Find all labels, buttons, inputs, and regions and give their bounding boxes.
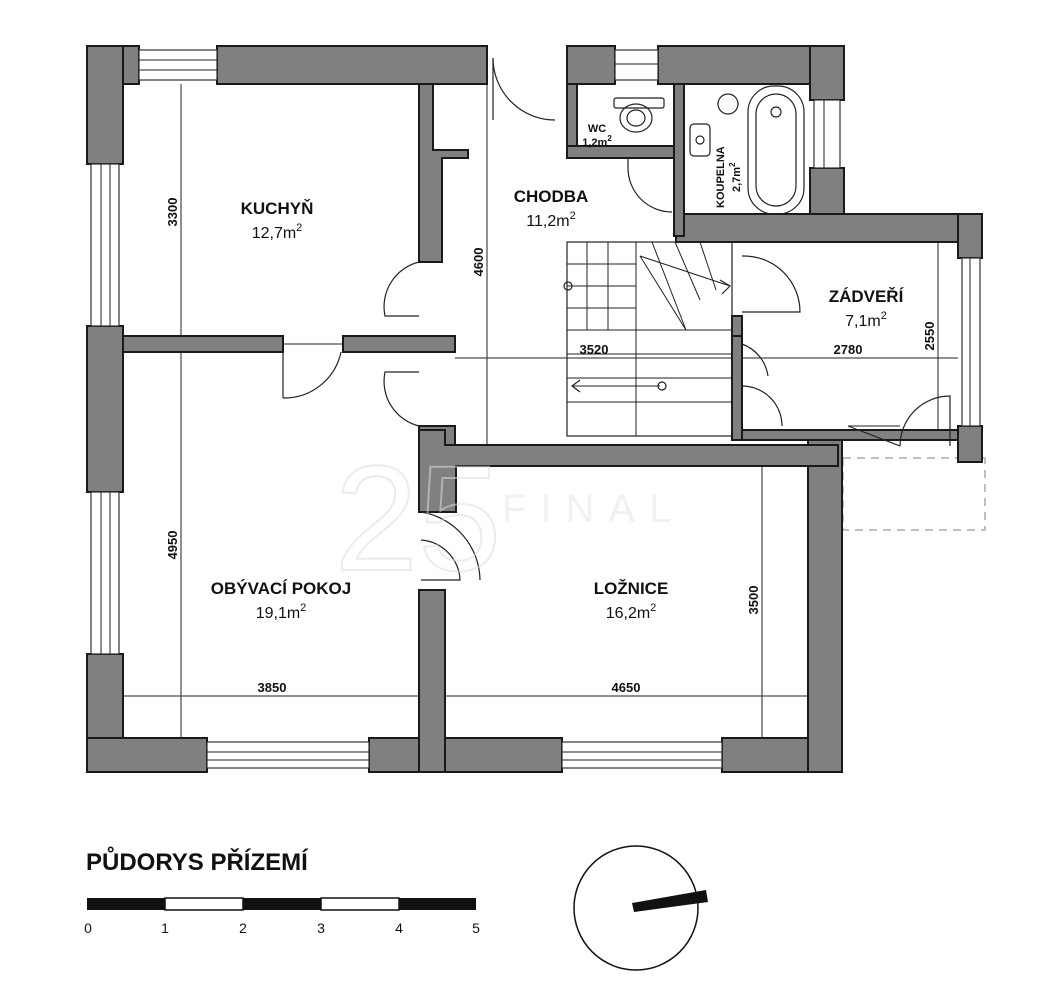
exterior-walls [86,45,983,773]
living-name: OBÝVACÍ POKOJ [211,579,351,598]
scale-tick-5: 5 [472,920,480,936]
dim-hall-width: 3520 [580,342,609,357]
windows [90,49,981,769]
bedroom-area: 16,2m2 [606,602,657,622]
compass-icon [573,845,708,971]
room-labels: KUCHYŇ 12,7m2 CHODBA 11,2m2 WC 1,2m2 KOU… [211,123,905,622]
dim-kitchen-height: 3300 [165,198,180,227]
living-area: 19,1m2 [256,602,307,622]
scale-tick-4: 4 [395,920,403,936]
doors [282,57,951,581]
dimension-labels: 3300 4950 4600 3500 2550 3520 2780 3850 … [165,198,937,695]
plan-title: PŮDORYS PŘÍZEMÍ [86,846,309,876]
dim-hall-height: 4600 [471,248,486,277]
dim-living-width: 3850 [258,680,287,695]
entrance-area: 7,1m2 [845,310,887,330]
watermark-word: FINAL [502,487,685,531]
sanitary-fixtures [613,85,805,215]
bedroom-name: LOŽNICE [594,579,669,598]
dimension-lines [123,84,958,738]
kitchen-name: KUCHYŇ [241,199,314,218]
watermark-number: 25 [335,434,502,602]
scale-tick-1: 1 [161,920,169,936]
kitchen-area: 12,7m2 [252,222,303,242]
wc-name: WC [588,123,606,135]
watermark: 25 FINAL [334,433,685,603]
interior-walls [122,83,959,773]
staircase [563,241,733,437]
dim-entrance-width: 2780 [834,342,863,357]
hall-area: 11,2m2 [526,210,575,230]
dim-bedroom-height: 3500 [746,586,761,615]
bathroom-area: 2,7m2 [728,162,743,192]
scale-tick-2: 2 [239,920,247,936]
terrace-outline [842,457,986,531]
scale-tick-3: 3 [317,920,325,936]
dim-living-height: 4950 [165,531,180,560]
dim-bedroom-width: 4650 [612,680,641,695]
hall-name: CHODBA [514,187,589,206]
entrance-name: ZÁDVEŘÍ [829,287,905,306]
scale-tick-0: 0 [84,920,92,936]
dim-entrance-height: 2550 [922,322,937,351]
scale-bar: 0 1 2 3 4 5 [84,897,480,936]
bathroom-name: KOUPELNA [715,146,727,208]
wc-area: 1,2m2 [582,134,612,149]
